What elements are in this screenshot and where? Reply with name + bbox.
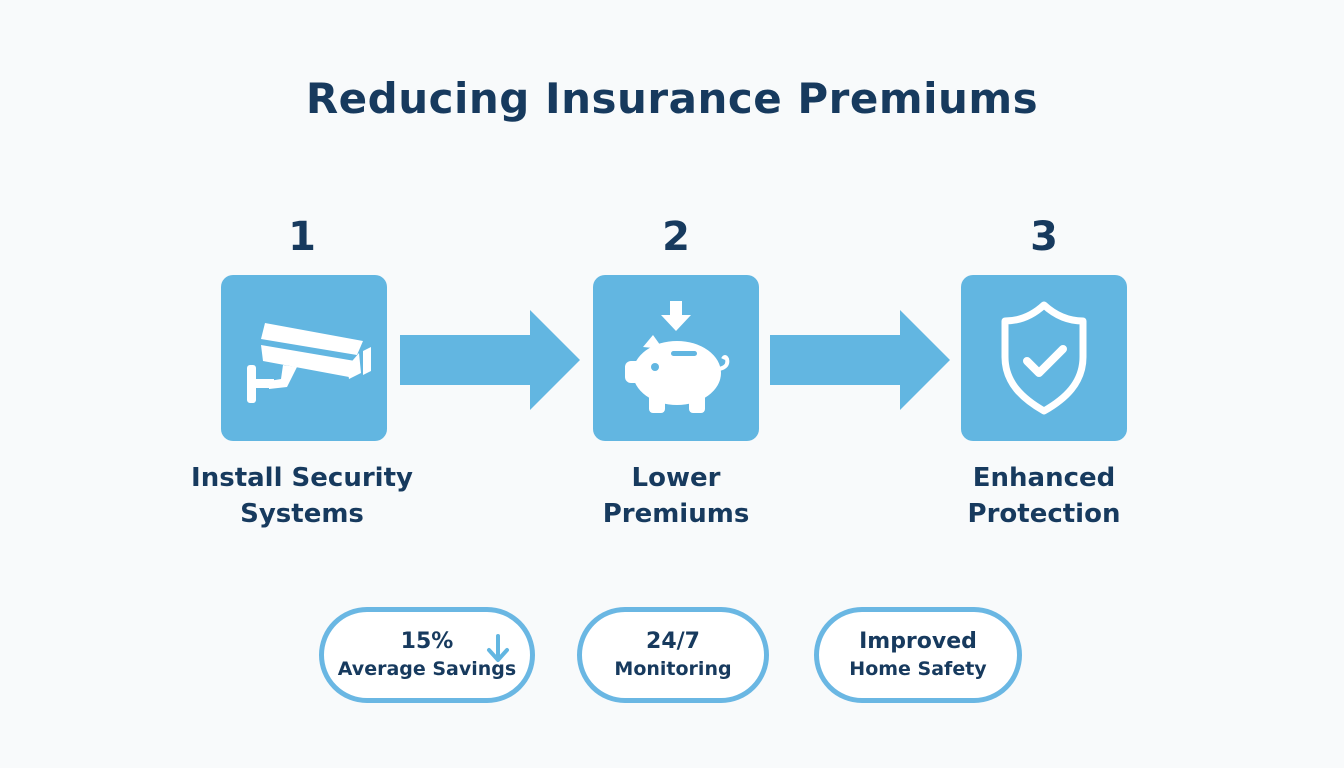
step-1-label-line1: Install Security (191, 463, 413, 493)
monitoring-label: Monitoring (614, 658, 732, 680)
step-2-label-line2: Premiums (602, 499, 750, 529)
arrow-right-icon (770, 310, 950, 410)
step-1-label-line2: Systems (240, 499, 364, 529)
monitoring-value: 24/7 (646, 629, 700, 654)
shield-check-icon (1001, 301, 1087, 415)
step-3-label-line2: Protection (967, 499, 1121, 529)
safety-line2: Home Safety (849, 658, 987, 680)
step-3-label: Enhanced Protection (904, 460, 1184, 532)
step-1-number: 1 (288, 214, 316, 260)
benefit-pill-savings: 15% Average Savings (319, 607, 535, 703)
piggy-bank-icon (625, 301, 730, 413)
arrow-down-icon (487, 634, 509, 662)
step-2-label: Lower Premiums (536, 460, 816, 532)
step-1-label: Install Security Systems (162, 460, 442, 532)
savings-value: 15% (400, 629, 454, 654)
safety-line1: Improved (859, 629, 977, 654)
step-1-tile (221, 275, 387, 441)
savings-label: Average Savings (337, 658, 517, 680)
step-2-number: 2 (662, 214, 690, 260)
security-camera-icon (247, 323, 371, 403)
step-2-label-line1: Lower (631, 463, 721, 493)
benefit-pill-safety: Improved Home Safety (814, 607, 1022, 703)
page-title: Reducing Insurance Premiums (305, 74, 1039, 123)
step-3-label-line1: Enhanced (972, 463, 1116, 493)
step-3-number: 3 (1030, 214, 1058, 260)
benefit-pill-monitoring: 24/7 Monitoring (577, 607, 769, 703)
arrow-right-icon (400, 310, 580, 410)
step-3-tile (961, 275, 1127, 441)
step-2-tile (593, 275, 759, 441)
